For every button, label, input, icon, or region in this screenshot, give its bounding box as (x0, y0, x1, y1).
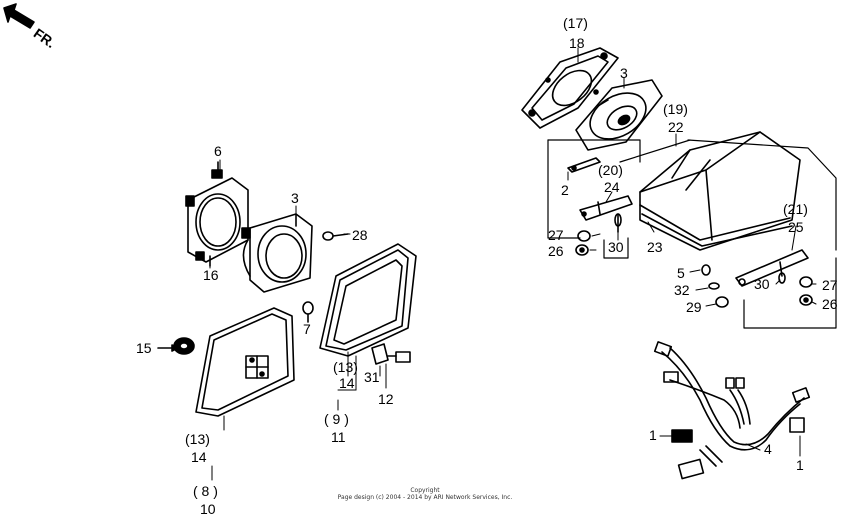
part-25-bracket (735, 249, 809, 287)
callout-13-left: (13) (185, 431, 210, 447)
front-direction-arrow-icon (3, 3, 35, 29)
callout-26-top: 26 (548, 243, 564, 259)
callout-16: 16 (203, 267, 219, 283)
callout-9: ( 9 ) (324, 411, 349, 427)
callout-24: 24 (604, 179, 620, 195)
part-22-speaker-box (639, 131, 801, 251)
callout-30-right: 30 (754, 276, 770, 292)
callout-6: 6 (214, 143, 222, 159)
part-28-screw (322, 231, 349, 241)
part-4-wiring-harness (653, 341, 811, 480)
part-18-gasket (521, 47, 619, 129)
part-14-grille-right (319, 243, 417, 357)
callout-5: 5 (677, 265, 685, 281)
callout-26-right: 26 (822, 296, 838, 312)
callout-7: 7 (303, 321, 311, 337)
callout-10: 10 (200, 501, 216, 517)
part-3-speaker-left (242, 213, 313, 293)
part-24-bracket (579, 195, 633, 221)
callout-27-right: 27 (822, 277, 838, 293)
callout-31: 31 (364, 369, 380, 385)
callout-14-left: 14 (191, 449, 207, 465)
callout-15: 15 (136, 340, 152, 356)
callout-11: 11 (331, 429, 346, 445)
callout-29: 29 (686, 299, 702, 315)
callout-3-left: 3 (291, 190, 299, 206)
callout-20: (20) (598, 162, 623, 178)
part-2-bracket (567, 157, 601, 173)
callout-2: 2 (561, 182, 569, 198)
callout-32: 32 (674, 282, 690, 298)
callout-30-top: 30 (608, 239, 624, 255)
fasteners-top (575, 213, 813, 308)
callout-28: 28 (352, 227, 368, 243)
callout-8: ( 8 ) (193, 483, 218, 499)
callout-14-right: 14 (339, 375, 355, 391)
part-3-speaker-top (575, 79, 663, 151)
callout-4: 4 (764, 441, 772, 457)
callout-21: (21) (783, 201, 808, 217)
callout-19: (19) (663, 101, 688, 117)
part-14-grille-left (195, 307, 295, 417)
callout-27-top: 27 (548, 227, 564, 243)
group-lines-top (547, 139, 837, 329)
copyright-label: Copyright (410, 487, 440, 494)
callout-23: 23 (647, 239, 663, 255)
copyright-notice: Page design (c) 2004 - 2014 by ARI Netwo… (337, 494, 513, 501)
callout-13-right: (13) (333, 359, 358, 375)
callout-25: 25 (788, 219, 804, 235)
part-31-clip (371, 343, 411, 365)
leader-lines (209, 47, 817, 481)
callout-1-left: 1 (649, 427, 657, 443)
callout-1-right: 1 (796, 457, 804, 473)
callout-12: 12 (378, 391, 394, 407)
callout-22: 22 (668, 119, 684, 135)
callout-3-top: 3 (620, 65, 628, 81)
callout-18: 18 (569, 35, 585, 51)
part-15-grommet (157, 337, 195, 355)
part-16-speaker-bracket (185, 161, 251, 267)
callout-17: (17) (563, 15, 588, 31)
